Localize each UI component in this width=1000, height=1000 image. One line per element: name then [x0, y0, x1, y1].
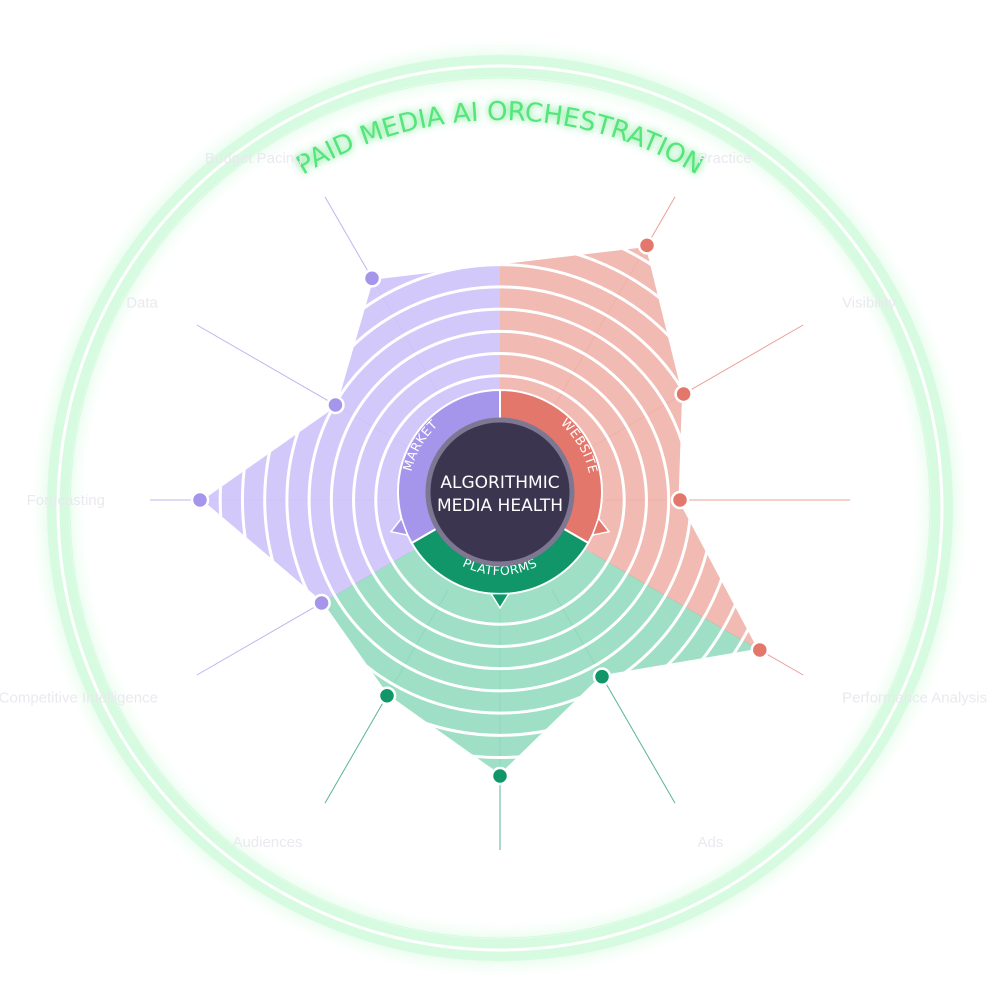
score-point-market[interactable]: [312, 593, 331, 613]
score-polygon: [198, 243, 762, 778]
score-point-website[interactable]: [670, 490, 690, 510]
axis-label: Budget Pacing: [205, 150, 303, 167]
website-pointer: [591, 516, 611, 537]
axis-labels: Budget Pacing PracticeVisibilityPerforman…: [0, 150, 987, 851]
platforms-area: [200, 500, 760, 776]
center-title-line2: MEDIA HEALTH: [437, 496, 563, 516]
axis-label: Performance Analysis: [842, 690, 987, 707]
score-point-market[interactable]: [362, 269, 382, 288]
platforms-pointer: [489, 592, 511, 610]
level-arc: [352, 352, 648, 648]
axis-label: Visibility: [842, 295, 896, 312]
center-title-line1: ALGORITHMIC: [440, 473, 559, 493]
score-point-market[interactable]: [190, 490, 210, 510]
outer-ring-inner-line: [69, 77, 931, 939]
axis-label: Forecasting: [27, 492, 105, 509]
level-arc: [218, 245, 760, 776]
outer-ring: [56, 64, 944, 952]
level-arc: [374, 374, 626, 626]
score-point-website[interactable]: [674, 384, 693, 404]
axis-label: Audiences: [232, 834, 302, 851]
axis-label: Practice: [698, 150, 752, 167]
score-point-platforms[interactable]: [377, 686, 397, 705]
axis-label: Ads: [698, 834, 724, 851]
score-point-website[interactable]: [750, 640, 770, 660]
score-outline: [198, 243, 762, 778]
score-point-website[interactable]: [637, 236, 657, 255]
score-points: [190, 236, 770, 786]
diagram-title: PAID MEDIA AI ORCHESTRATION: [291, 97, 708, 181]
axis-label: Data: [126, 295, 158, 312]
score-point-platforms[interactable]: [592, 667, 612, 686]
score-point-platforms[interactable]: [490, 766, 510, 786]
market-pointer: [389, 516, 409, 537]
axis-label: Competitive Intelligence: [0, 690, 158, 707]
center-circle: [425, 417, 575, 567]
level-arc: [329, 329, 671, 671]
score-point-market[interactable]: [326, 395, 345, 415]
